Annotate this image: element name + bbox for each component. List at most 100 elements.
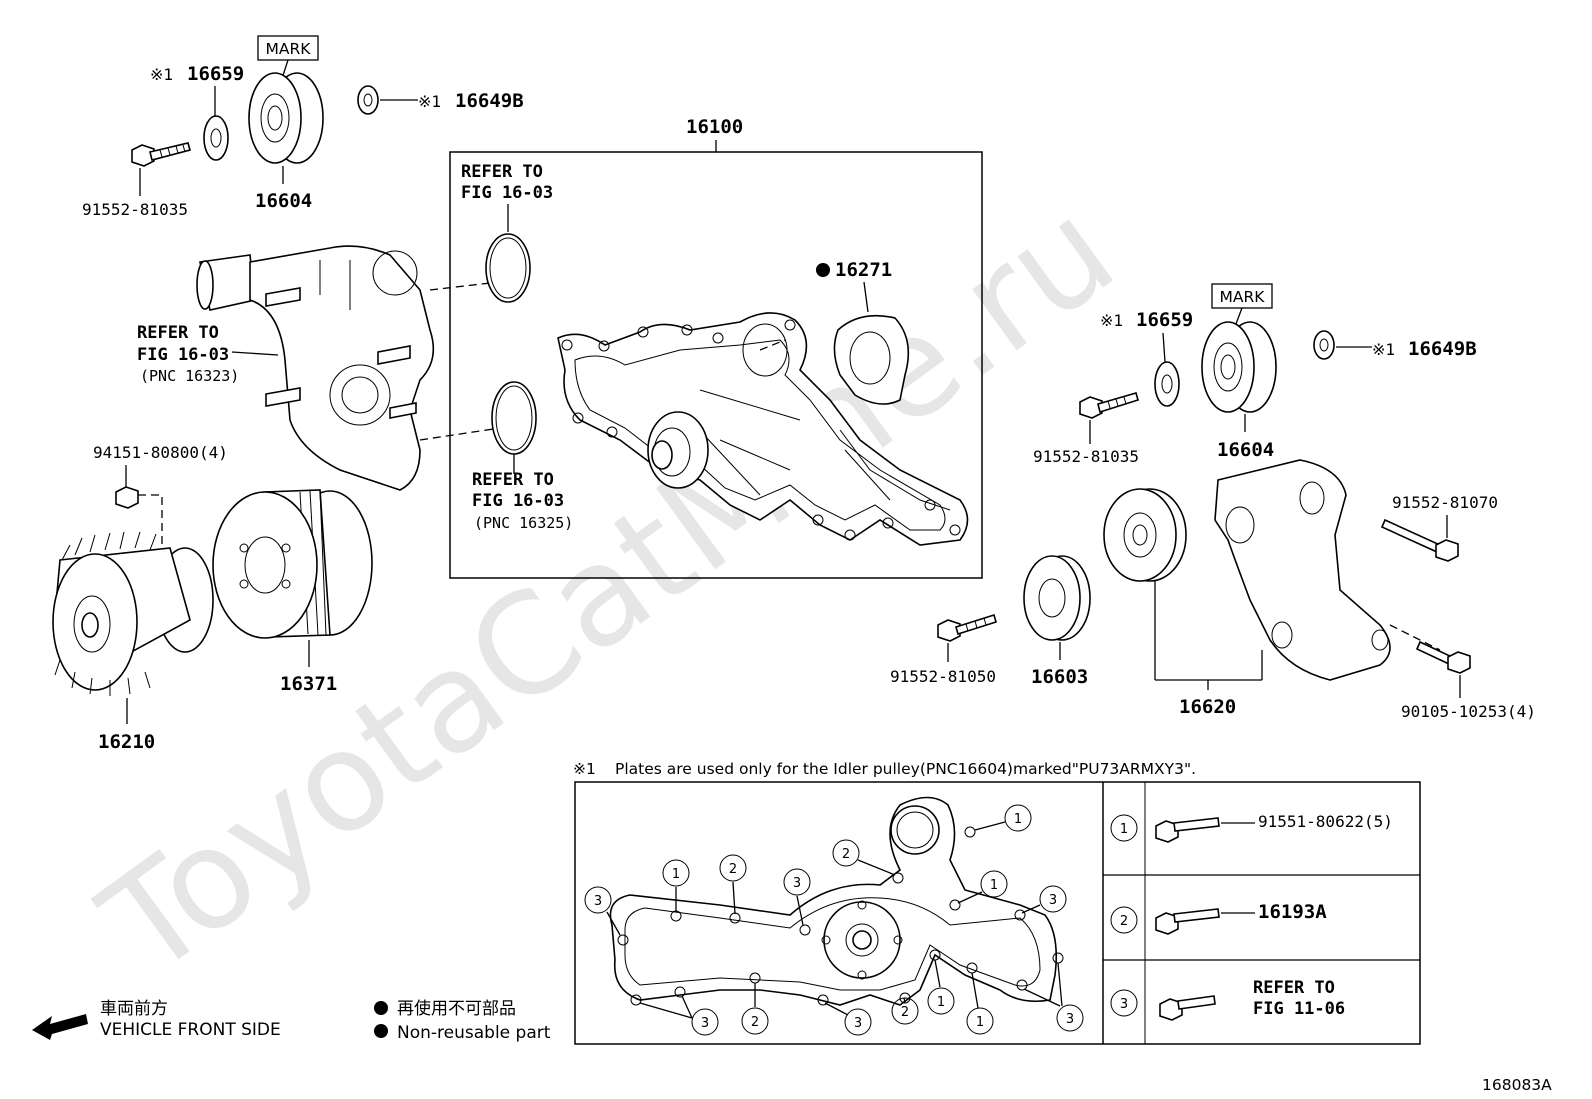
plate-16649B-top — [357, 85, 379, 115]
part-16604-right: 16604 — [1217, 439, 1274, 461]
callout-2-b: 2 — [832, 839, 896, 876]
callout-2-a: 2 — [719, 854, 747, 915]
bolt-16193A: 16193A — [1258, 901, 1327, 923]
callout-3-f: 3 — [639, 995, 719, 1036]
svg-text:1: 1 — [672, 867, 680, 882]
callout-1-b: 1 — [974, 804, 1032, 832]
asterisk-note-mark: ※1 — [150, 65, 173, 84]
svg-text:1: 1 — [1120, 822, 1128, 837]
part-16371: 16371 — [280, 673, 337, 695]
legend: 車両前方 VEHICLE FRONT SIDE 再使用不可部品 Non-reus… — [32, 998, 551, 1043]
non-reusable-dot-16271 — [816, 263, 830, 277]
callout-3-d: 3 — [1023, 962, 1084, 1032]
fig-11-06-label: FIG 11-06 — [1253, 999, 1345, 1019]
svg-text:1: 1 — [1014, 812, 1022, 827]
svg-text:3: 3 — [594, 894, 602, 909]
part-91552-81035-left: 91552-81035 — [82, 200, 188, 219]
refer-fig-16-03-oring-bottom: REFER TO FIG 16-03 (PNC 16325) — [472, 454, 573, 532]
callout-1-e: 1 — [927, 959, 955, 1015]
asterisk-mark-16649B-right: ※1 — [1372, 340, 1395, 359]
pulley-16371-group: 16371 — [212, 489, 373, 695]
non-reusable-dot-icon — [374, 1001, 388, 1015]
callout-1-d: 1 — [966, 972, 994, 1035]
svg-text:1: 1 — [976, 1015, 984, 1030]
svg-text:2: 2 — [751, 1015, 759, 1030]
refer-to-label-2: REFER TO — [461, 162, 543, 182]
svg-text:2: 2 — [842, 847, 850, 862]
bolt-91552-81035-left — [131, 142, 191, 167]
tensioner-group: 16620 16603 91552-81050 91552-81070 9010… — [890, 459, 1536, 721]
vehicle-front-jp: 車両前方 — [100, 999, 168, 1019]
svg-text:3: 3 — [1066, 1012, 1074, 1027]
refer-to-label-3: REFER TO — [472, 470, 554, 490]
plate-16659-left — [203, 115, 229, 161]
bolt-table-row-1: 1 91551-80622(5) — [1110, 812, 1393, 843]
callouts: 3 1 2 3 2 1 1 3 3 1 1 2 3 2 3 — [584, 804, 1084, 1036]
gasket-16271 — [833, 314, 910, 405]
bolt-90105-10253 — [1415, 640, 1471, 674]
svg-text:3: 3 — [854, 1016, 862, 1031]
asterisk-mark-16659-right: ※1 — [1100, 311, 1123, 330]
non-reusable-dot-icon-2 — [374, 1024, 388, 1038]
fig-16-03-label-3: FIG 16-03 — [472, 491, 564, 511]
svg-text:2: 2 — [1120, 914, 1128, 929]
svg-text:2: 2 — [901, 1005, 909, 1020]
refer-to-label-1: REFER TO — [137, 323, 219, 343]
tensioner-16620 — [1214, 459, 1391, 681]
bolt-91552-81035-right — [1079, 392, 1139, 419]
part-16604-left: 16604 — [255, 190, 312, 212]
bolt-table-row-3: 3 REFER TO FIG 11-06 — [1110, 978, 1345, 1021]
pulley-16371 — [212, 491, 318, 639]
svg-text:3: 3 — [1049, 893, 1057, 908]
pnc-16325-label: (PNC 16325) — [474, 514, 573, 532]
mark-label-left: MARK — [266, 40, 312, 58]
water-inlet-housing — [196, 245, 435, 491]
o-ring-top — [485, 233, 531, 303]
fig-16-03-label-2: FIG 16-03 — [461, 183, 553, 203]
vehicle-front-arrow-icon — [32, 1014, 88, 1040]
bolt-91552-81050 — [937, 613, 997, 642]
callout-3-b: 3 — [783, 868, 811, 926]
water-pump-assembly-box — [449, 151, 983, 579]
refer-fig-16-03-housing: REFER TO FIG 16-03 (PNC 16323) — [137, 323, 279, 385]
asterisk-mark-16649B-top: ※1 — [418, 92, 441, 111]
idler-pulley-tensioner — [1103, 488, 1177, 582]
o-ring-bottom — [491, 381, 537, 455]
bolt-91551-80622: 91551-80622(5) — [1258, 812, 1393, 831]
svg-text:3: 3 — [1120, 997, 1128, 1012]
part-16620: 16620 — [1179, 696, 1236, 718]
part-94151-80800: 94151-80800(4) — [93, 443, 228, 462]
part-16271: 16271 — [835, 259, 892, 281]
mark-box-right — [1211, 283, 1273, 309]
bolt-91552-81070 — [1380, 518, 1459, 562]
part-16603: 16603 — [1031, 666, 1088, 688]
idler-group-left: ※1 16659 MARK 16604 ※1 16649B 91552-8103… — [82, 35, 524, 219]
part-91552-81035-right: 91552-81035 — [1033, 447, 1139, 466]
part-16100: 16100 — [686, 116, 743, 138]
idler-group-right: ※1 16659 MARK 16604 ※1 16649B 91552-8103… — [1033, 283, 1477, 466]
callout-2-c: 2 — [891, 997, 919, 1025]
bolt-table-row-2: 2 16193A — [1110, 901, 1327, 935]
part-91552-81070: 91552-81070 — [1392, 493, 1498, 512]
mark-box-left — [257, 35, 319, 61]
callout-3-a: 3 — [584, 886, 621, 936]
fig-16-03-label-1: FIG 16-03 — [137, 345, 229, 365]
pump-bolt-pattern — [609, 796, 1064, 1006]
svg-text:3: 3 — [793, 876, 801, 891]
plate-16649B-right — [1313, 330, 1335, 360]
nut-94151-80800 — [115, 486, 139, 509]
mark-label-right: MARK — [1220, 288, 1266, 306]
refer-fig-16-03-oring-top: REFER TO FIG 16-03 — [461, 162, 553, 232]
water-pump-body — [557, 312, 969, 546]
part-16659-right: 16659 — [1136, 309, 1193, 331]
callout-3-c: 3 — [1021, 885, 1067, 914]
callout-1-a: 1 — [662, 859, 690, 912]
pnc-16323-label: (PNC 16323) — [140, 367, 239, 385]
plates-note: Plates are used only for the Idler pulle… — [615, 760, 1196, 778]
svg-text:1: 1 — [937, 995, 945, 1010]
fan-clutch-group: 94151-80800(4) 16210 — [52, 443, 228, 753]
non-reusable-jp: 再使用不可部品 — [397, 998, 516, 1019]
part-91552-81050: 91552-81050 — [890, 667, 996, 686]
figure-id: 168083A — [1482, 1076, 1552, 1094]
